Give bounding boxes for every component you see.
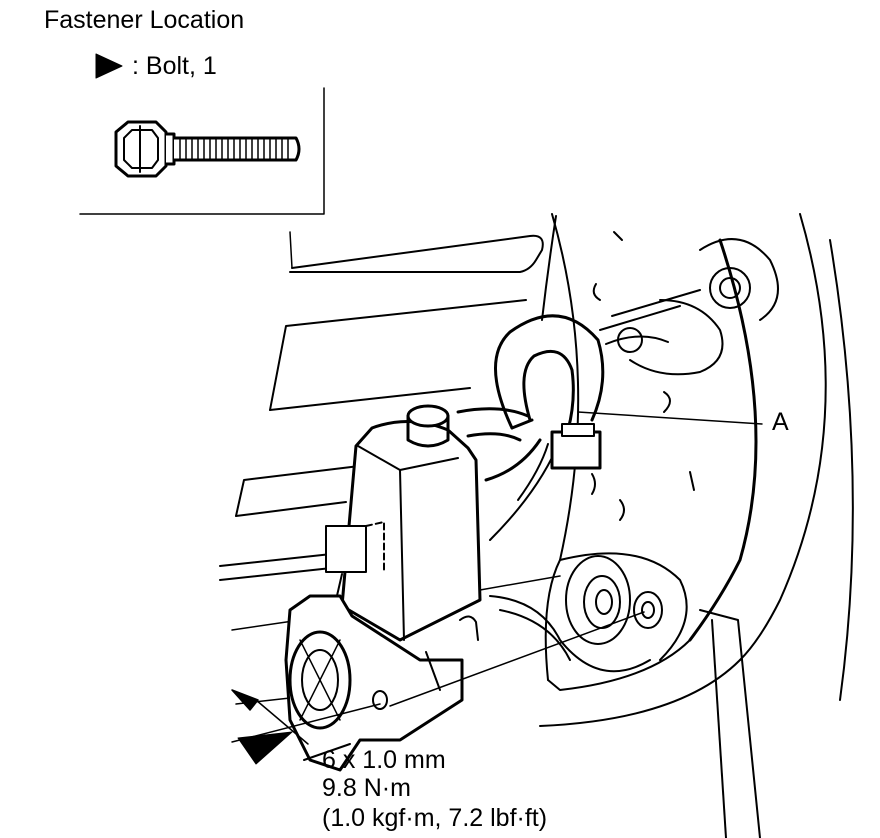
torque-label: 9.8 N·m	[322, 774, 411, 802]
door-panel-lines	[219, 231, 561, 705]
bolt-installation-arrow	[231, 611, 645, 745]
bolt-icon	[114, 120, 301, 178]
regulator-mount	[559, 552, 688, 661]
bolt-size-label: 6 x 1.0 mm	[322, 746, 446, 774]
bolt-legend-frame	[79, 87, 325, 215]
connector-a	[550, 423, 602, 470]
bolt-location-marker	[237, 731, 293, 765]
triangle-pointer-icon	[95, 53, 123, 79]
window-motor	[325, 404, 482, 642]
door-frame	[539, 213, 854, 838]
wire-harness	[456, 314, 651, 673]
page-title: Fastener Location	[44, 6, 245, 34]
callout-a-leader	[577, 411, 763, 425]
legend-bolt-label: : Bolt, 1	[132, 52, 217, 80]
callout-a-label: A	[772, 408, 789, 436]
torque-alt-label: (1.0 kgf·m, 7.2 lbf·ft)	[322, 804, 548, 832]
door-mechanism	[591, 231, 779, 521]
